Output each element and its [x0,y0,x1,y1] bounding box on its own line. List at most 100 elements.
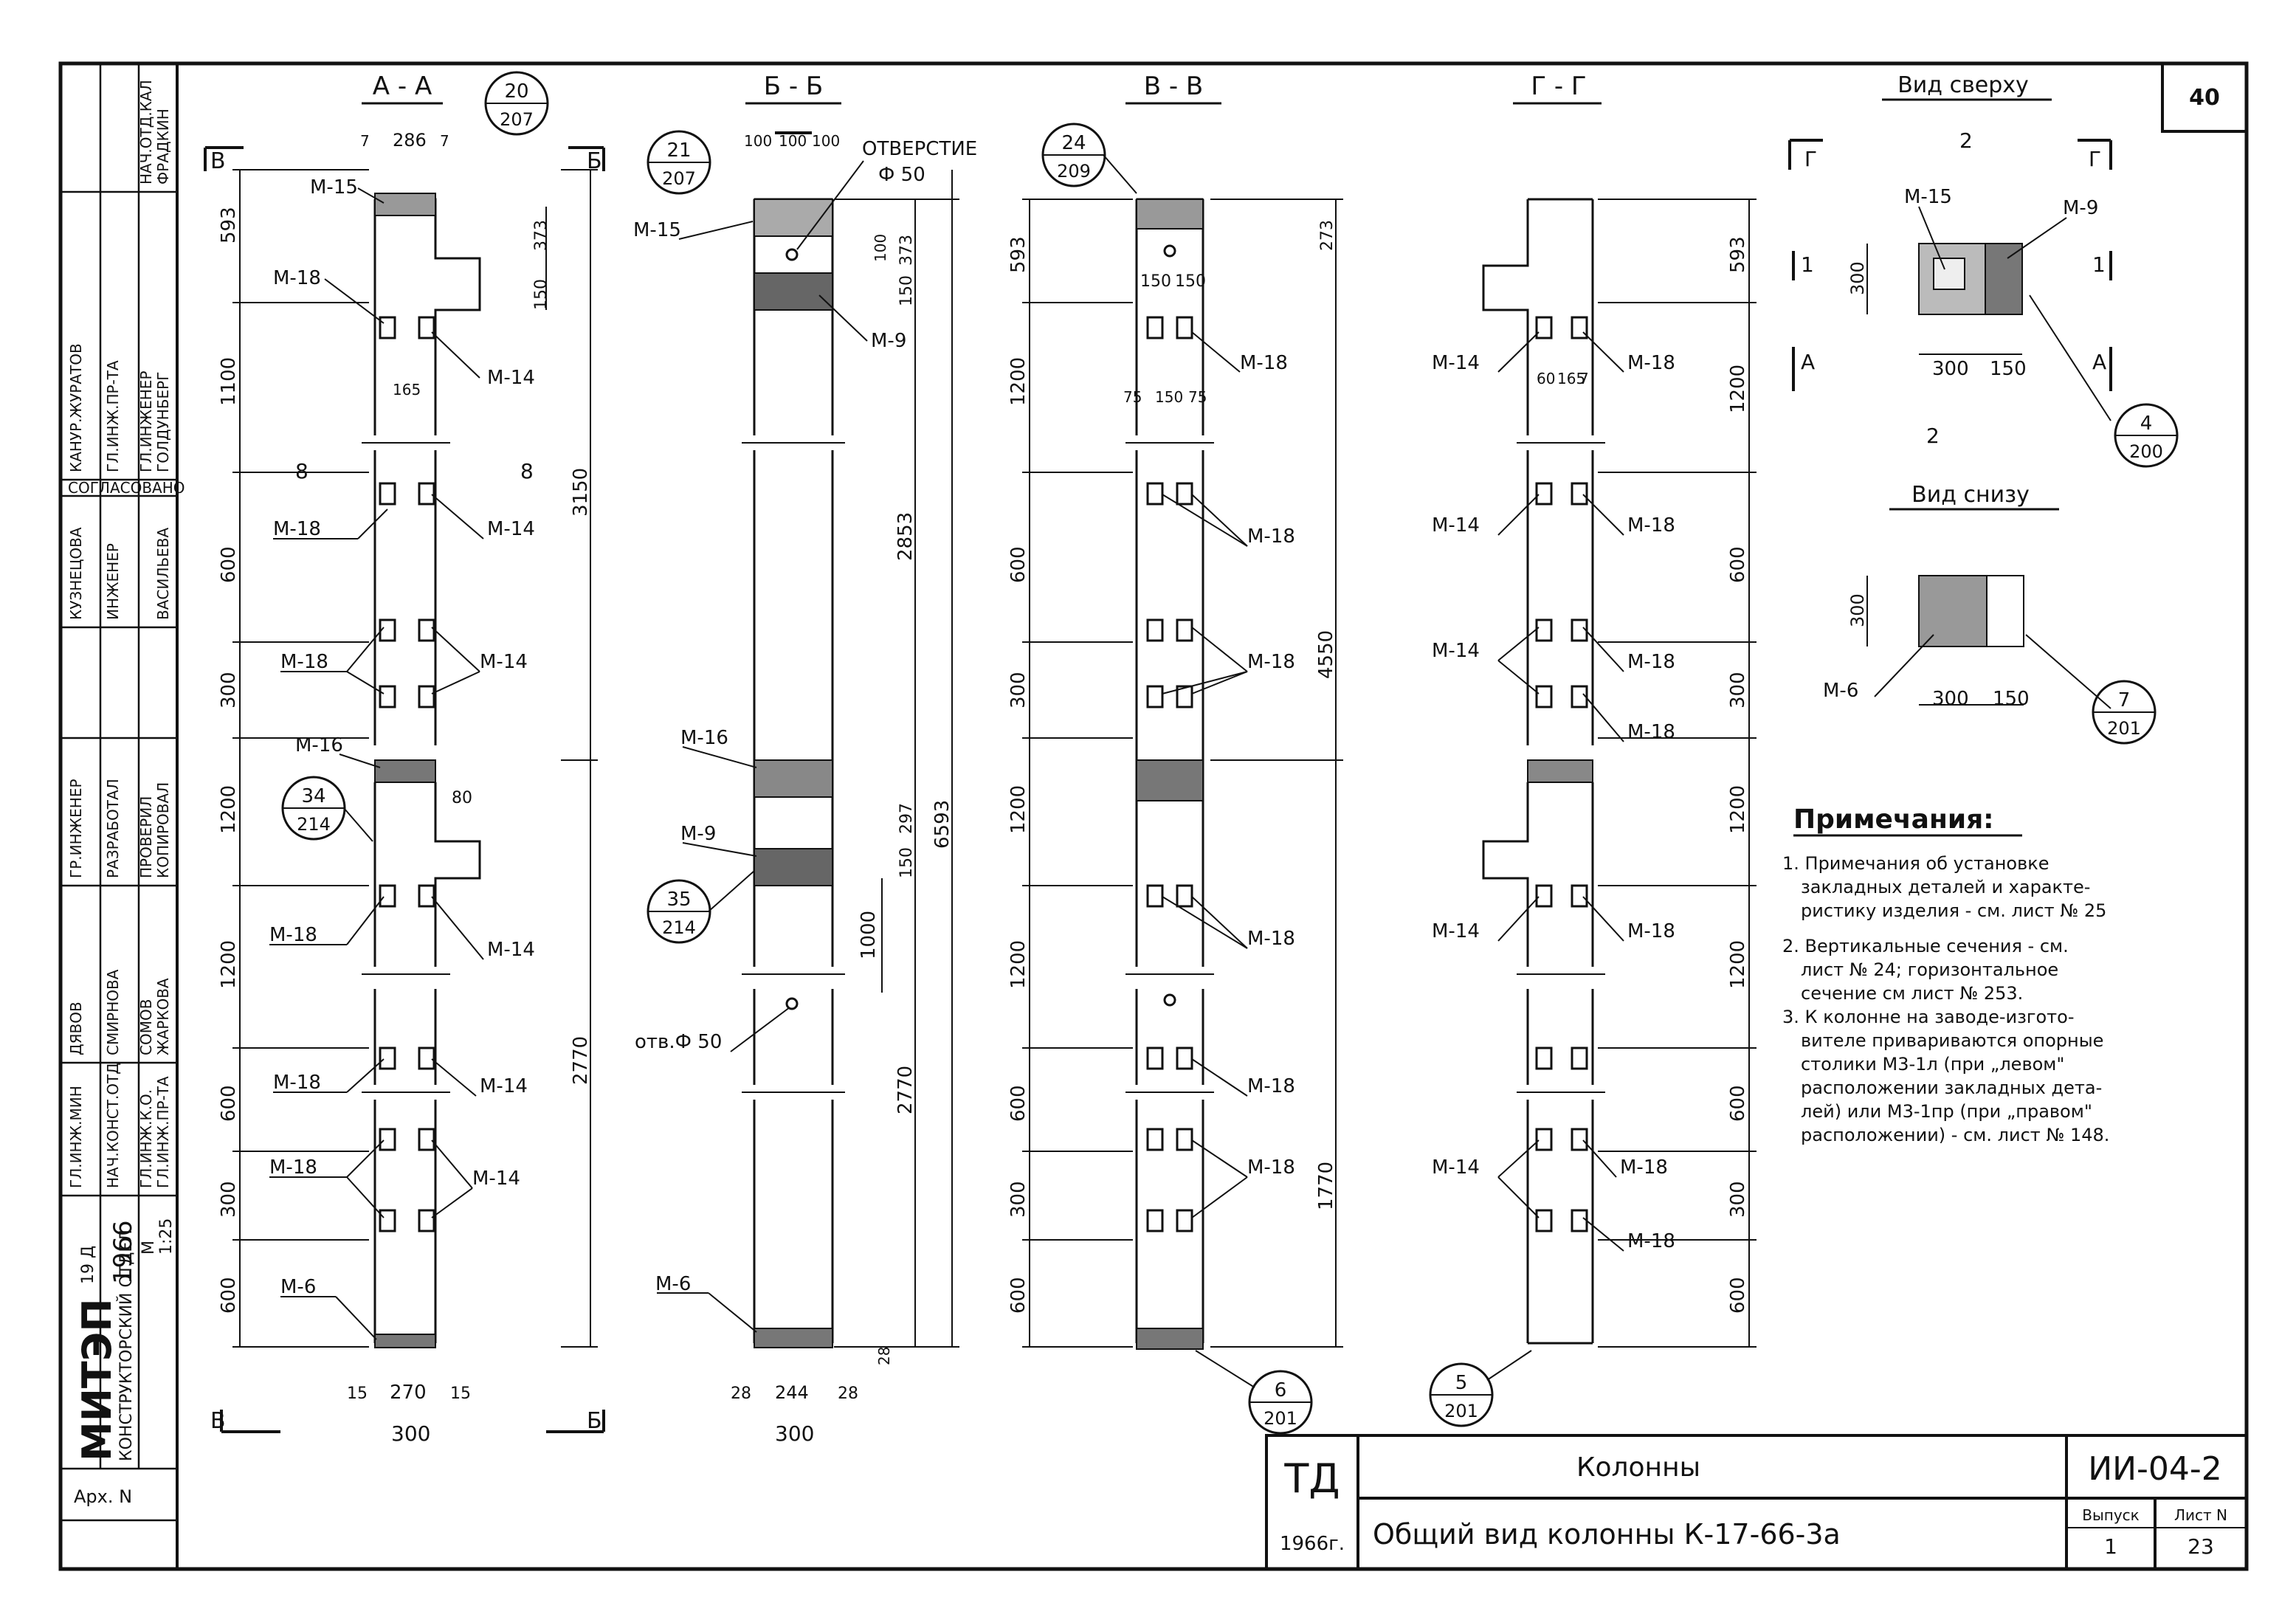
part-label: М-18 [1627,920,1675,942]
dim: 100 [812,132,840,150]
section-v-v [1022,198,1343,1350]
part-label: М-14 [1432,514,1480,537]
top-view-labels: Вид сверху 2 Г Г 1 1 А А М-15 М-9 300 30… [1801,72,2179,468]
dim: 273 [1318,220,1337,251]
view-title: Вид снизу [1911,482,2030,508]
stamp-role: ИНЖЕНЕР [104,543,122,620]
ref-num: 20 [504,80,528,103]
part-label: М-14 [487,518,535,540]
org-year-top: 19 Д [79,1246,97,1284]
note-line: 2. Вертикальные сечения - см. [1782,936,2069,956]
dim: 593 [1007,236,1030,273]
part-label: М-9 [2063,197,2098,219]
dim: 3150 [570,468,592,517]
org-department: КОНСТРУКТОРСКИЙ ОТДЕЛ [117,1230,136,1461]
dim: 600 [1727,1085,1749,1122]
section-title: Б - Б [764,72,824,101]
dim: 150 [1993,688,2030,710]
part-label: М-18 [269,924,317,946]
part-label: М-18 [1627,352,1675,374]
part-label: 8 [295,459,308,483]
part-label: М-14 [1432,1156,1480,1179]
hole-dia: Ф 50 [878,164,925,186]
dimension-chain-right [545,169,598,1348]
sheet-label: Лист N [2174,1506,2227,1524]
part-label: М-18 [1627,1230,1675,1252]
dim: 600 [218,1277,240,1314]
dimension-chain-left [232,169,369,1348]
part-label: М-6 [280,1276,316,1298]
dim: 2770 [570,1036,592,1085]
part-label: М-18 [1247,525,1295,548]
section-mark: 2 [1959,128,1973,153]
section-letter: В [210,148,226,174]
part-label: М-18 [1240,352,1288,374]
dim: 15 [347,1385,368,1403]
stamp-name: ФРАДКИН [154,108,172,185]
dim: 1200 [218,785,240,834]
view-letter: 1 [2092,252,2106,277]
part-label: М-14 [487,939,535,961]
note-line: вителе приваривaются опорные [1801,1030,2103,1051]
column-body [1482,198,1605,1345]
dim: 300 [1007,672,1030,708]
dim: 1100 [218,357,240,406]
part-label: М-14 [487,367,535,389]
note-line: ристику изделия - см. лист № 25 [1801,900,2106,921]
part-label: М-15 [310,176,358,199]
dim: 600 [1007,1085,1030,1122]
note-line: столики М3-1л (при „левом" [1801,1054,2064,1075]
ref-num: 5 [1455,1372,1468,1394]
drawing-code: ИИ-04-2 [2088,1450,2222,1488]
section-title: Г - Г [1531,72,1586,101]
dim: 7 [440,132,449,150]
dim: 300 [1932,358,1969,380]
part-label: М-16 [680,727,728,749]
ref-sheet: 207 [500,109,534,130]
dim: 1200 [1007,785,1030,834]
dim: 297 [897,803,916,834]
dim: 28 [875,1347,893,1365]
view-letter: А [1801,350,1815,374]
section-arrows [204,146,605,1433]
section-a-a-labels: А - А 20 207 34 214 В Б В Б 7 286 7 15 2… [210,71,602,1446]
note-line: закладных деталей и характе- [1801,877,2090,897]
part-label: М-18 [273,267,321,289]
stamp-name: КУЗНЕЦОВА [67,527,85,620]
section-letter: В [210,1408,226,1434]
dim: 1200 [1007,357,1030,406]
dim: 600 [1727,546,1749,583]
ref-sheet: 201 [1444,1401,1478,1421]
dim: 28 [838,1385,858,1403]
dim: 100 [744,132,772,150]
part-label: М-15 [1904,186,1952,208]
issue-label: Выпуск [2082,1506,2140,1524]
sheet-number: 40 [2189,85,2220,111]
dim: 300 [1727,672,1749,708]
note-line: лей) или М3-1пр (при „правом" [1801,1101,2092,1122]
top-view [1788,139,2112,421]
dim: 286 [393,130,427,151]
title-block [1265,1434,2248,1570]
ref-num: 4 [2140,413,2153,435]
dim: 1200 [1727,365,1749,413]
dim: 244 [775,1382,809,1403]
dim: 1200 [1727,940,1749,989]
part-label: М-9 [680,823,716,845]
section-g-g-labels: Г - Г 5 201 60 165 7 593 1200 600 300 12… [1429,72,1749,1427]
stamp-role: СМИРНОВА [104,969,122,1055]
dim: 300 [1007,1181,1030,1218]
dim: 2853 [894,512,917,561]
title-org: ТД [1283,1455,1340,1502]
sheet-frame [58,61,2249,1571]
section-a-a [204,146,605,1433]
part-label: 8 [520,459,534,483]
dim: 300 [218,1181,240,1218]
dim: 150 [897,847,916,878]
part-label: М-18 [273,1072,321,1094]
view-title: Вид сверху [1897,72,2029,98]
section-title: А - А [373,72,432,101]
dimension-chain-right [1210,199,1343,1348]
view-letter: Г [1804,147,1817,171]
